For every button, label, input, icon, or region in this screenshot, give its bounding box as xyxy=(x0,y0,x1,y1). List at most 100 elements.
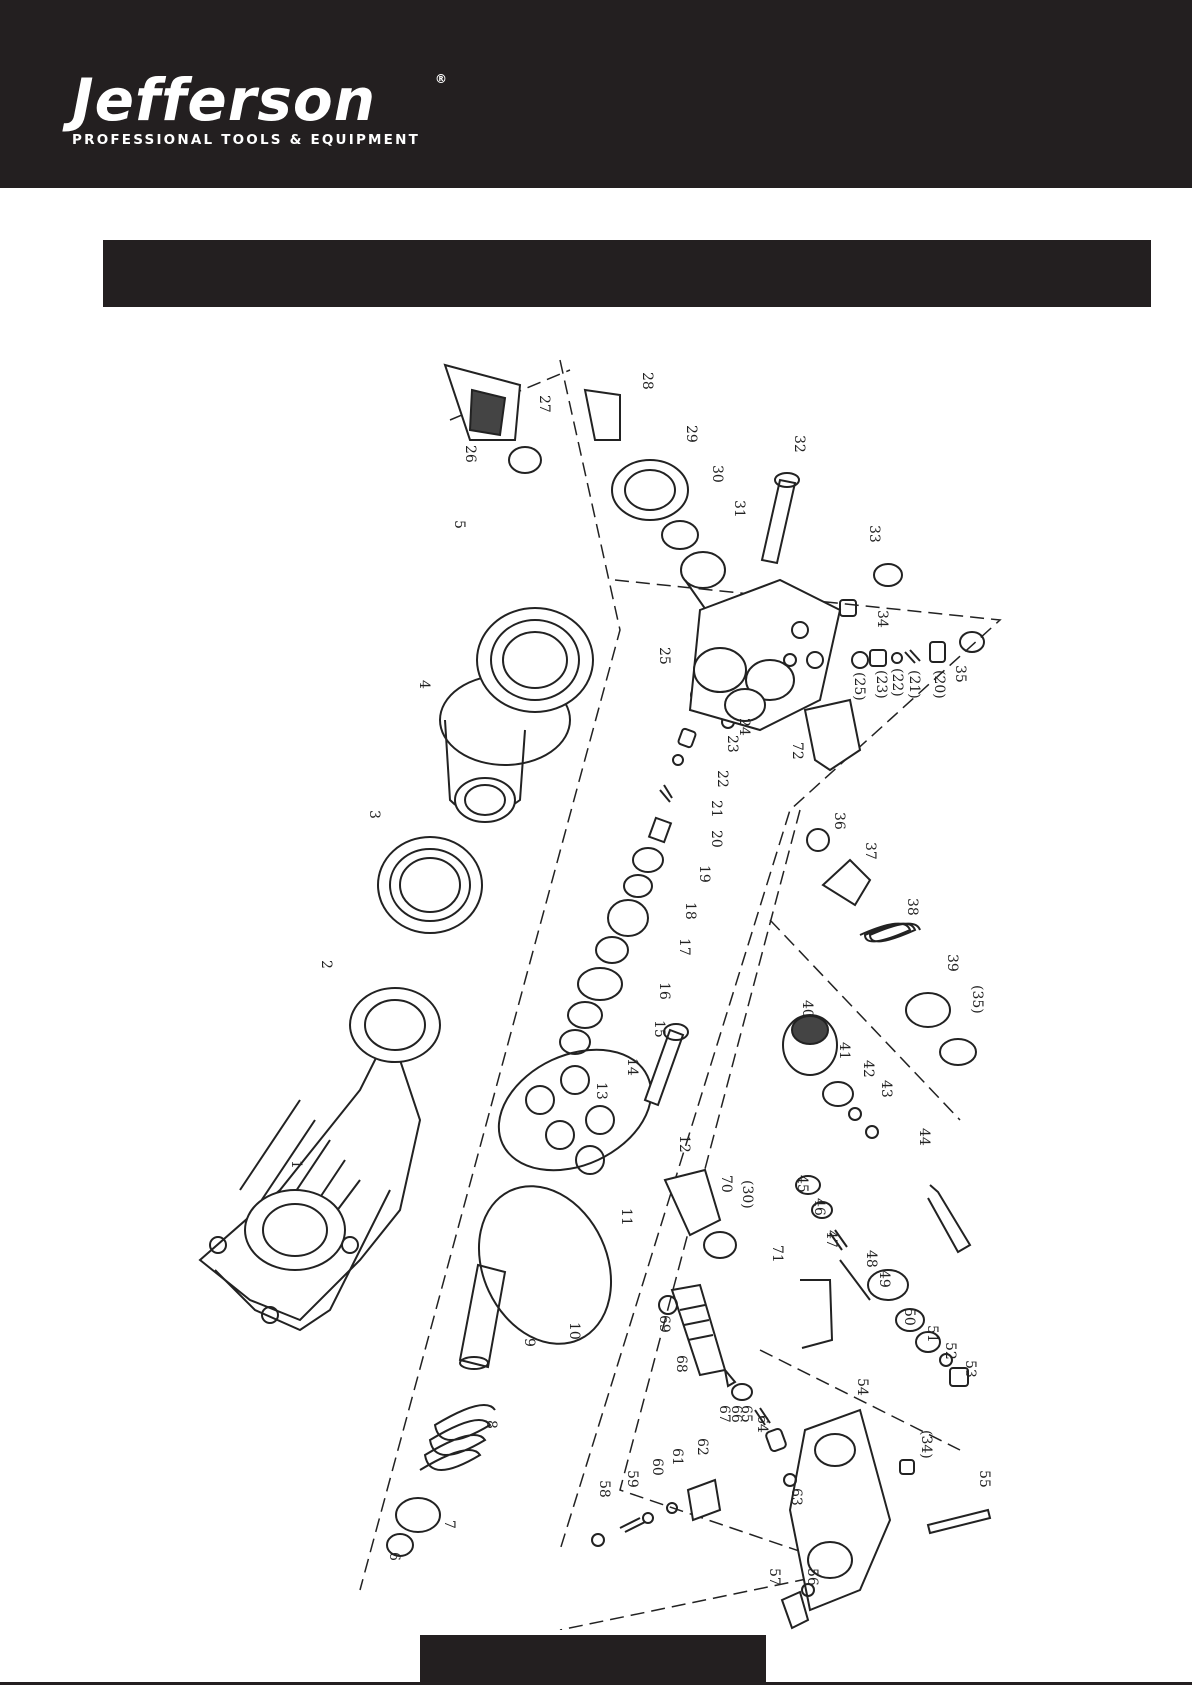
part-label: (34) xyxy=(918,1430,934,1459)
piston-40 xyxy=(783,1015,837,1075)
section-title-bar xyxy=(103,240,1151,307)
ring-19 xyxy=(633,848,663,872)
part-label: 4 xyxy=(416,680,432,689)
part-label: 52 xyxy=(942,1342,958,1360)
part-label: 7 xyxy=(441,1520,457,1529)
part-label: 32 xyxy=(791,435,807,453)
head-plate-11 xyxy=(479,1026,670,1193)
part-label: 2 xyxy=(318,960,334,969)
part-label: 39 xyxy=(944,954,960,972)
bearing-3 xyxy=(378,837,482,933)
part-label: 64 xyxy=(754,1415,770,1433)
part-label: (35) xyxy=(969,985,985,1014)
seal-17 xyxy=(608,900,648,936)
part-label: (30) xyxy=(739,1180,755,1209)
part-label: 28 xyxy=(639,372,655,390)
part-label: 48 xyxy=(863,1250,879,1268)
part-label: 13 xyxy=(593,1082,609,1100)
nut-29 xyxy=(612,460,688,520)
part-label: 23 xyxy=(724,735,740,753)
ball-60 xyxy=(643,1513,653,1523)
part-number-labels: 1 2 3 4 5 6 7 8 9 10 11 12 13 14 15 16 1… xyxy=(288,372,992,1586)
part-label: 71 xyxy=(769,1245,785,1263)
part-label: 27 xyxy=(536,395,552,413)
part-label: 57 xyxy=(766,1568,782,1586)
footer-box xyxy=(420,1635,766,1685)
brand-name: Jefferson xyxy=(72,70,420,130)
washer-27 xyxy=(509,447,541,473)
part-label: 12 xyxy=(676,1135,692,1153)
part-label: 50 xyxy=(901,1308,917,1326)
o-ring-30b xyxy=(704,1232,736,1258)
registered-mark: ® xyxy=(435,72,447,86)
part-label: 43 xyxy=(878,1080,894,1098)
part-label: 49 xyxy=(876,1270,892,1288)
cap-37 xyxy=(823,860,870,905)
part-label: (23) xyxy=(873,670,889,699)
part-label: 1 xyxy=(288,1160,304,1169)
o-ring-22b xyxy=(892,653,902,663)
o-ring-25b xyxy=(852,652,868,668)
part-label: 33 xyxy=(866,525,882,543)
part-label: 10 xyxy=(566,1322,582,1340)
part-label: (21) xyxy=(906,670,922,699)
valve-20 xyxy=(649,818,671,842)
part-label: 59 xyxy=(624,1470,640,1488)
part-label: 63 xyxy=(788,1488,804,1506)
shaft-44 xyxy=(928,1185,970,1252)
part-label: 17 xyxy=(676,938,692,956)
nut-36 xyxy=(807,829,829,851)
part-label: 72 xyxy=(789,742,805,760)
ball-67 xyxy=(725,1370,735,1386)
bearing-5 xyxy=(477,608,593,712)
ring-66 xyxy=(732,1384,752,1400)
part-label: 22 xyxy=(714,770,730,788)
part-label: 19 xyxy=(696,865,712,883)
part-label: 21 xyxy=(708,800,724,818)
ring-16 xyxy=(596,937,628,963)
o-ring-22 xyxy=(673,755,683,765)
part-label: 11 xyxy=(618,1208,634,1226)
spring-59 xyxy=(620,1518,645,1532)
fitting-70 xyxy=(665,1170,720,1235)
bolt-12 xyxy=(645,1030,683,1105)
spring-21 xyxy=(660,785,672,802)
page-header: Jefferson ® PROFESSIONAL TOOLS & EQUIPME… xyxy=(0,0,1192,188)
pump-housing xyxy=(200,1030,420,1330)
part-label: 35 xyxy=(952,665,968,683)
part-label: 36 xyxy=(831,812,847,830)
part-label: 29 xyxy=(683,425,699,443)
exploded-parts-diagram: 1 2 3 4 5 6 7 8 9 10 11 12 13 14 15 16 1… xyxy=(0,330,1192,1630)
ring-43 xyxy=(866,1126,878,1138)
brand-logo: Jefferson ® PROFESSIONAL TOOLS & EQUIPME… xyxy=(72,70,420,148)
part-label: 55 xyxy=(976,1470,992,1488)
spring-21b xyxy=(905,650,920,663)
brand-tagline: PROFESSIONAL TOOLS & EQUIPMENT xyxy=(72,132,420,148)
part-label: (22) xyxy=(889,668,905,697)
bolt-55 xyxy=(928,1510,990,1533)
part-label: 70 xyxy=(718,1175,734,1193)
o-ring-35 xyxy=(960,632,984,652)
o-ring-30 xyxy=(662,521,698,549)
part-label: 15 xyxy=(651,1020,667,1038)
part-label: 61 xyxy=(669,1448,685,1466)
part-label: 24 xyxy=(736,718,752,736)
fitting-28 xyxy=(585,390,620,440)
part-label: 42 xyxy=(860,1060,876,1078)
o-ring-33 xyxy=(874,564,902,586)
part-label: 6 xyxy=(386,1552,402,1561)
part-label: 20 xyxy=(708,830,724,848)
part-label: 45 xyxy=(794,1175,810,1193)
part-label: 26 xyxy=(462,445,478,463)
part-label: 46 xyxy=(811,1198,827,1216)
nipple-57 xyxy=(782,1592,808,1628)
part-label: 38 xyxy=(904,898,920,916)
ring-69 xyxy=(659,1296,677,1314)
part-label: 9 xyxy=(521,1338,537,1347)
o-ring-41 xyxy=(823,1082,853,1106)
part-label: 3 xyxy=(366,810,382,819)
retainer-7 xyxy=(396,1498,440,1532)
part-label: 51 xyxy=(924,1325,940,1343)
valve-seat-23 xyxy=(678,728,697,748)
part-label: 54 xyxy=(854,1378,870,1396)
